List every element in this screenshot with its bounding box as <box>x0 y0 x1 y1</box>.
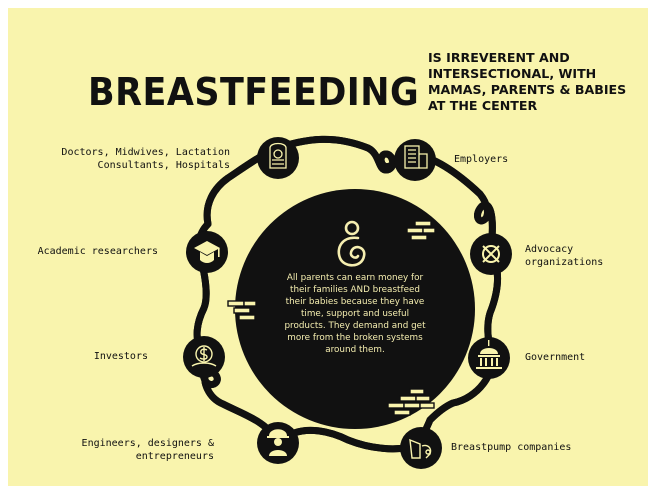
statement-line: products. They demand and get <box>284 321 426 331</box>
stakeholder-node-advocacy <box>470 233 512 275</box>
breastpump-icon <box>409 438 432 459</box>
label-doctors: Doctors, Midwives, Lactation Consultants… <box>61 146 230 172</box>
label-line: Breastpump companies <box>451 442 572 453</box>
stakeholder-node-doctors <box>257 137 299 179</box>
joined-hands-icon <box>482 245 500 263</box>
label-line: Academic researchers <box>37 246 158 257</box>
label-line: entrepreneurs <box>135 451 214 462</box>
statement-line: around them. <box>325 345 385 355</box>
label-line: Engineers, designers & <box>81 438 214 449</box>
statement-line: more from the broken systems <box>287 333 423 343</box>
subtitle-line: AT THE CENTER <box>428 98 538 113</box>
office-building-icon <box>404 145 428 169</box>
label-breastpump: Breastpump companies <box>451 441 571 454</box>
baby-icon <box>269 142 287 169</box>
center-circle <box>235 189 475 429</box>
statement-line: their families AND breastfeed <box>290 285 420 295</box>
label-engineers: Engineers, designers & entrepreneurs <box>82 437 214 463</box>
subtitle-line: INTERSECTIONAL, WITH <box>428 66 597 81</box>
statement-line: their babies because they have <box>285 297 425 307</box>
label-line: Doctors, Midwives, Lactation <box>61 147 230 158</box>
label-advocacy: Advocacy organizations <box>525 243 603 269</box>
stakeholder-node-breastpump <box>400 427 442 469</box>
ecosystem-diagram <box>183 8 512 469</box>
label-investors: Investors <box>94 350 148 363</box>
stakeholder-node-investors <box>183 336 225 378</box>
connector-ribbon <box>197 139 498 448</box>
hardhat-worker-icon <box>267 429 289 456</box>
page-subtitle: IS IRREVERENT AND INTERSECTIONAL, WITH M… <box>428 50 648 114</box>
logo-icon <box>337 220 366 267</box>
dollar-coin-icon <box>191 345 217 367</box>
statement-line: time, support and useful <box>300 309 410 319</box>
stakeholder-node-government <box>468 337 510 379</box>
stakeholder-node-employers <box>394 139 436 181</box>
poster: BREASTFEEDING IS IRREVERENT AND INTERSEC… <box>8 8 648 486</box>
subtitle-line: IS IRREVERENT AND <box>428 50 570 65</box>
stakeholder-node-academic <box>186 231 228 273</box>
subtitle-line: MAMAS, PARENTS & BABIES <box>428 82 627 97</box>
brick-decoration <box>227 220 436 416</box>
label-employers: Employers <box>454 153 508 166</box>
page-title: BREASTFEEDING <box>88 70 420 114</box>
graduation-cap-icon <box>194 241 220 263</box>
label-line: Investors <box>93 351 148 362</box>
label-line: Government <box>525 352 586 363</box>
label-line: organizations <box>525 257 604 268</box>
capitol-building-icon <box>476 340 502 369</box>
statement-line: All parents can earn money for <box>286 273 424 283</box>
stakeholder-node-engineers <box>257 422 299 464</box>
label-academic: Academic researchers <box>38 245 158 258</box>
center-statement: All parents can earn money for their fam… <box>274 272 436 356</box>
label-line: Employers <box>454 154 509 165</box>
label-line: Consultants, Hospitals <box>97 160 230 171</box>
label-line: Advocacy <box>525 244 574 255</box>
label-government: Government <box>525 351 585 364</box>
